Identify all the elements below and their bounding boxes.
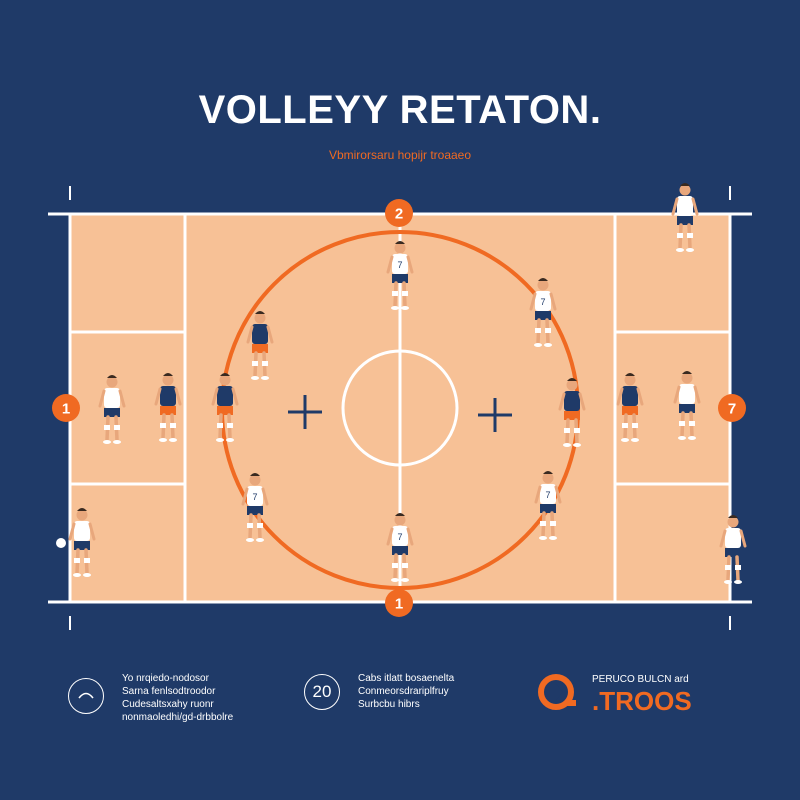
player-navy [558, 378, 586, 447]
player-white [98, 375, 126, 444]
arc-icon [68, 678, 104, 714]
player-navy [211, 373, 239, 442]
volleyball-icon [56, 538, 66, 548]
player-white: 7 [534, 471, 562, 540]
center-circle [341, 349, 459, 467]
player-white [673, 371, 701, 440]
svg-text:1: 1 [395, 596, 403, 613]
plus-icon [478, 398, 512, 432]
position-marker-left: 1 [52, 394, 80, 422]
footer-1-line: Sarna fenlsodtroodor [122, 686, 216, 697]
player-white [671, 183, 699, 252]
svg-text:1: 1 [62, 401, 70, 418]
player-navy [616, 373, 644, 442]
player-navy [154, 373, 182, 442]
brand-logo-icon [538, 674, 576, 710]
plus-icon [288, 395, 322, 429]
svg-text:2: 2 [395, 206, 403, 223]
jersey-number: 7 [397, 260, 402, 270]
footer-1-line: nonmaoledhi/gd-drbbolre [122, 712, 234, 723]
player-white: 7 [386, 513, 414, 582]
player-white: 7 [241, 473, 269, 542]
players-layer: 7 7 7 7 7 [68, 183, 747, 584]
page-title: VOLLEYY RETATON. [198, 88, 602, 132]
player-white [68, 508, 96, 577]
jersey-number: 7 [252, 492, 257, 502]
footer-block-1: Yo nrqiedo-nodosor Sarna fenlsodtroodor … [68, 670, 268, 730]
position-marker-right: 7 [718, 394, 746, 422]
brand-name: .TROOS [592, 686, 692, 716]
footer-2-line: Cabs itlatt bosaenelta [358, 673, 455, 684]
svg-text:7: 7 [728, 401, 736, 418]
player-white: 7 [529, 278, 557, 347]
position-marker-bottom: 1 [385, 589, 413, 617]
jersey-number: 7 [540, 297, 545, 307]
player-white: 7 [386, 241, 414, 310]
page-subtitle: Vbmirorsaru hopijr troaaeo [328, 148, 472, 162]
footer-1-line: Yo nrqiedo-nodosor [122, 673, 209, 684]
footer-block-2: 20 Cabs itlatt bosaenelta Conmeorsdrarip… [304, 670, 504, 730]
footer-2-line: Surbcbu hibrs [358, 699, 420, 710]
footer-1-line: Cudesaltsxahy ruonr [122, 699, 214, 710]
jersey-number: 7 [545, 490, 550, 500]
player-navy [246, 311, 274, 380]
player-white [719, 515, 747, 584]
position-marker-top: 2 [385, 199, 413, 227]
footer-2-line: Conmeorsdrariplfruy [358, 686, 449, 697]
brand-tagline: PERUCO BULCN ard [592, 674, 689, 685]
jersey-number: 7 [397, 532, 402, 542]
number-badge: 20 [304, 674, 340, 710]
